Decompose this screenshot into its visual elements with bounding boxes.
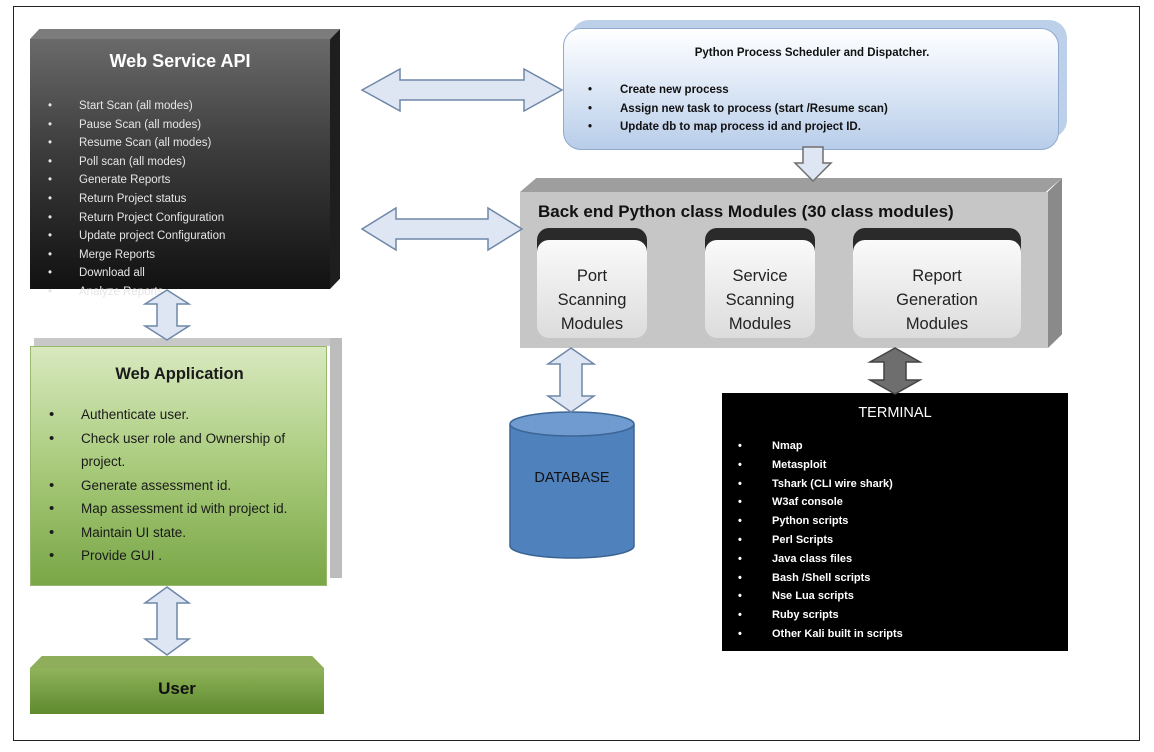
backend-box-top-face — [520, 178, 1062, 192]
api-box-top-face — [30, 29, 340, 39]
api-item: Update project Configuration — [48, 227, 225, 246]
terminal-list: Nmap Metasploit Tshark (CLI wire shark) … — [738, 437, 903, 644]
scheduler-box: Python Process Scheduler and Dispatcher.… — [563, 20, 1067, 150]
terminal-item: Python scripts — [738, 512, 903, 531]
webapp-box-shadow-top — [34, 338, 342, 346]
api-backend-double-arrow — [360, 206, 524, 252]
user-box-front-face: User — [30, 668, 324, 714]
api-item: Start Scan (all modes) — [48, 97, 225, 116]
terminal-title: TERMINAL — [858, 405, 932, 421]
terminal-item: Ruby scripts — [738, 606, 903, 625]
web-service-api-box: Web Service API Start Scan (all modes) P… — [30, 29, 340, 301]
webapp-item: Map assessment id with project id. — [49, 497, 291, 521]
service-scanning-module: Service Scanning Modules — [705, 228, 815, 338]
module-label: Service Scanning Modules — [725, 267, 795, 333]
terminal-item: W3af console — [738, 493, 903, 512]
diagram-frame — [13, 6, 1140, 741]
terminal-item: Java class files — [738, 550, 903, 569]
api-item: Download all — [48, 264, 225, 283]
user-label: User — [158, 679, 196, 698]
module-front: Service Scanning Modules — [705, 240, 815, 338]
api-item: Analyze Reports — [48, 283, 225, 302]
scheduler-item: Create new process — [588, 81, 888, 100]
scheduler-box-front: Python Process Scheduler and Dispatcher.… — [563, 28, 1059, 150]
terminal-item: Nmap — [738, 437, 903, 456]
backend-terminal-double-arrow — [867, 347, 923, 395]
api-item: Generate Reports — [48, 171, 225, 190]
backend-box-side-face — [1048, 178, 1062, 348]
scheduler-item: Update db to map process id and project … — [588, 118, 888, 137]
api-webapp-double-arrow — [142, 289, 192, 341]
terminal-item: Metasploit — [738, 456, 903, 475]
web-service-api-title: Web Service API — [109, 51, 251, 71]
api-item: Poll scan (all modes) — [48, 153, 225, 172]
terminal-item: Other Kali built in scripts — [738, 625, 903, 644]
api-item: Pause Scan (all modes) — [48, 116, 225, 135]
webapp-box-shadow-side — [330, 338, 342, 578]
webapp-box-front: Web Application Authenticate user. Check… — [30, 346, 327, 586]
user-box: User — [30, 656, 324, 714]
webapp-item: Check user role and Ownership of project… — [49, 427, 291, 474]
scheduler-item: Assign new task to process (start /Resum… — [588, 100, 888, 119]
module-label: Report Generation Modules — [896, 267, 978, 333]
scheduler-backend-down-arrow — [793, 146, 833, 183]
port-scanning-module: Port Scanning Modules — [537, 228, 647, 338]
api-item: Merge Reports — [48, 246, 225, 265]
api-box-side-face — [330, 29, 340, 289]
terminal-item: Bash /Shell scripts — [738, 569, 903, 588]
module-label: Port Scanning Modules — [557, 267, 627, 333]
web-service-api-list: Start Scan (all modes) Pause Scan (all m… — [48, 97, 225, 302]
api-box-front-face: Web Service API Start Scan (all modes) P… — [30, 39, 330, 301]
api-item: Resume Scan (all modes) — [48, 134, 225, 153]
terminal-item: Nse Lua scripts — [738, 587, 903, 606]
database-cylinder: DATABASE — [508, 410, 636, 560]
scheduler-title: Python Process Scheduler and Dispatcher. — [694, 47, 930, 59]
database-cylinder-shape — [509, 411, 635, 559]
database-label: DATABASE — [534, 470, 610, 486]
web-application-title: Web Application — [115, 365, 244, 383]
module-front: Report Generation Modules — [853, 240, 1021, 338]
api-scheduler-double-arrow — [360, 67, 564, 113]
backend-database-double-arrow — [545, 347, 597, 413]
webapp-item: Provide GUI . — [49, 544, 291, 568]
user-box-top-face — [30, 656, 324, 668]
terminal-item: Perl Scripts — [738, 531, 903, 550]
module-front: Port Scanning Modules — [537, 240, 647, 338]
web-application-list: Authenticate user. Check user role and O… — [49, 403, 291, 568]
report-generation-module: Report Generation Modules — [853, 228, 1021, 338]
scheduler-list: Create new process Assign new task to pr… — [588, 81, 888, 137]
web-application-box: Web Application Authenticate user. Check… — [30, 338, 342, 586]
terminal-box: TERMINAL Nmap Metasploit Tshark (CLI wir… — [722, 393, 1068, 651]
webapp-item: Authenticate user. — [49, 403, 291, 427]
api-item: Return Project Configuration — [48, 209, 225, 228]
webapp-item: Maintain UI state. — [49, 521, 291, 545]
backend-title: Back end Python class Modules (30 class … — [538, 202, 954, 221]
webapp-user-double-arrow — [142, 586, 192, 656]
api-item: Return Project status — [48, 190, 225, 209]
terminal-item: Tshark (CLI wire shark) — [738, 475, 903, 494]
webapp-item: Generate assessment id. — [49, 474, 291, 498]
